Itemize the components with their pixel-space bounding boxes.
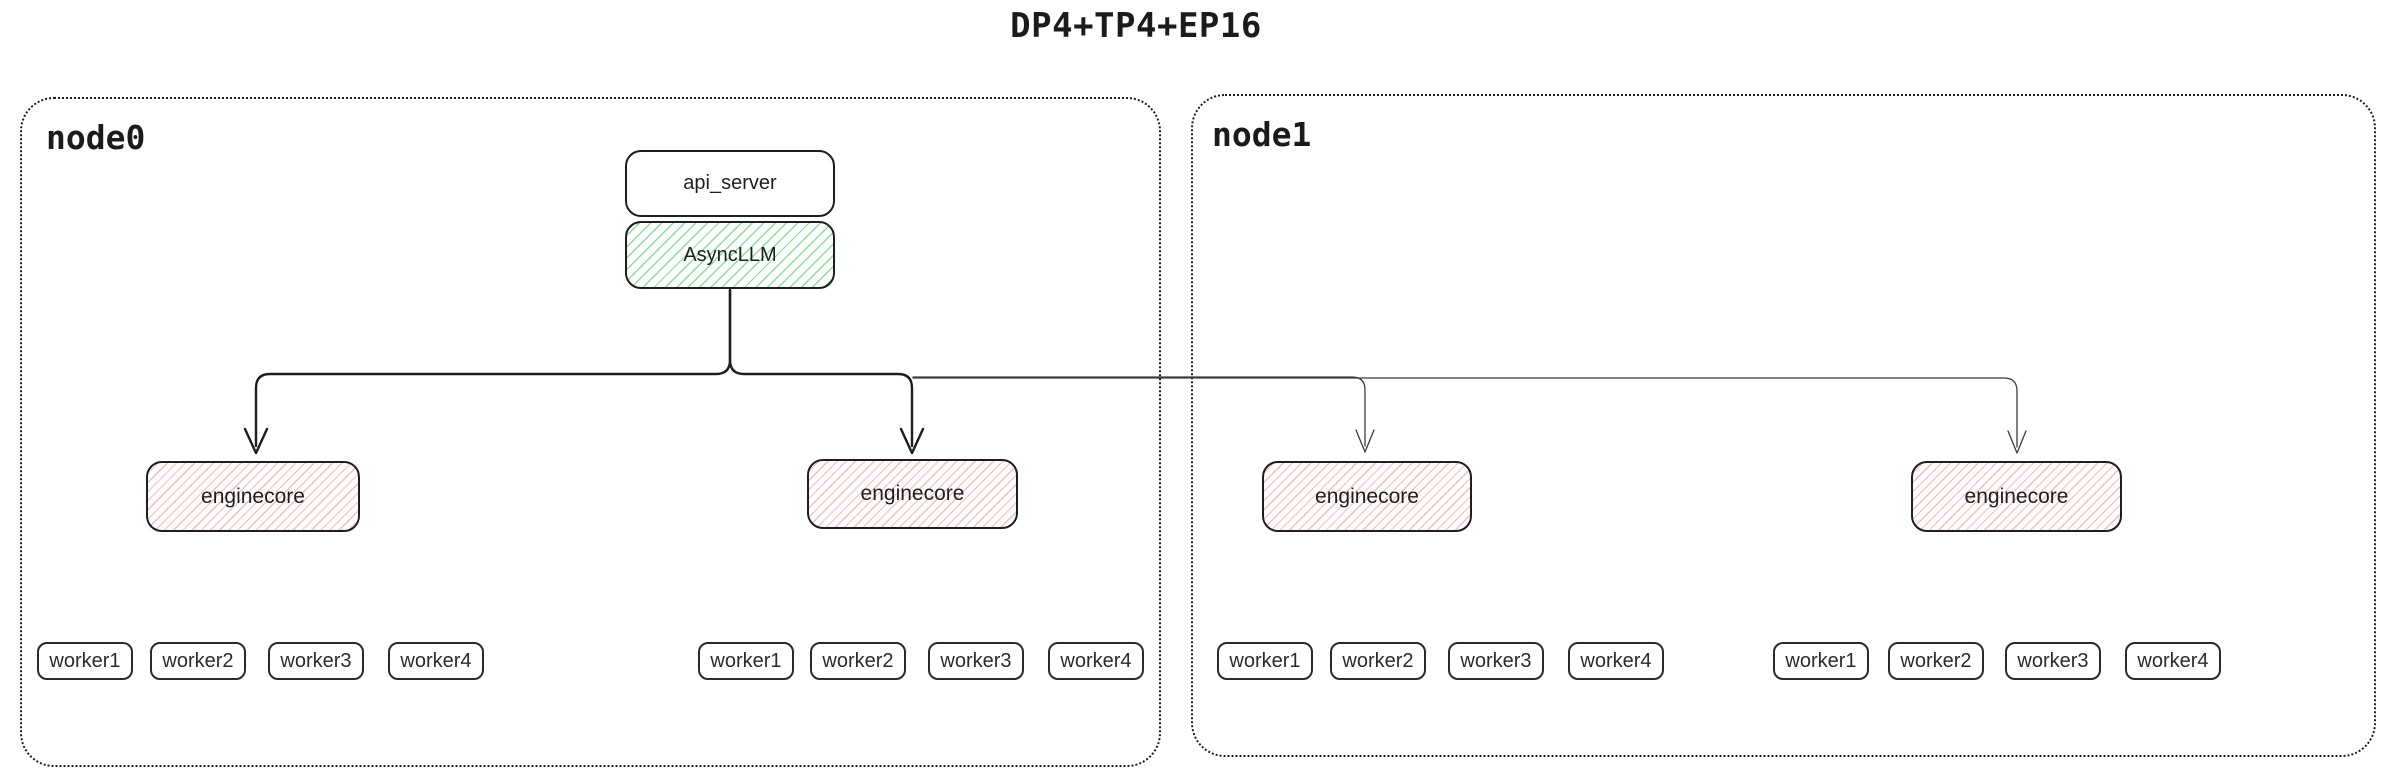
enginecore-label: enginecore	[860, 482, 965, 505]
worker-label: worker1	[710, 649, 782, 672]
worker-box: worker2	[810, 642, 906, 680]
worker-label: worker2	[1342, 649, 1414, 672]
worker-label: worker3	[940, 649, 1012, 672]
worker-box: worker1	[698, 642, 794, 680]
worker-label: worker2	[1900, 649, 1972, 672]
worker-label: worker3	[280, 649, 352, 672]
worker-box: worker4	[388, 642, 484, 680]
asyncllm-box: AsyncLLM	[625, 221, 835, 289]
worker-box: worker1	[1217, 642, 1313, 680]
node1-label: node1	[1212, 115, 1312, 154]
enginecore-box-1: enginecore	[146, 461, 360, 532]
worker-label: worker1	[49, 649, 121, 672]
worker-box: worker4	[2125, 642, 2221, 680]
worker-label: worker4	[1580, 649, 1652, 672]
worker-box: worker3	[1448, 642, 1544, 680]
asyncllm-label: AsyncLLM	[683, 243, 777, 266]
worker-box: worker2	[150, 642, 246, 680]
worker-label: worker4	[400, 649, 472, 672]
worker-label: worker3	[2017, 649, 2089, 672]
worker-box: worker3	[2005, 642, 2101, 680]
worker-label: worker1	[1229, 649, 1301, 672]
enginecore-box-3: enginecore	[1262, 461, 1472, 532]
enginecore-box-4: enginecore	[1911, 461, 2122, 532]
worker-label: worker1	[1785, 649, 1857, 672]
worker-box: worker4	[1048, 642, 1144, 680]
worker-label: worker4	[1060, 649, 1132, 672]
worker-label: worker3	[1460, 649, 1532, 672]
worker-box: worker2	[1888, 642, 1984, 680]
node0-label: node0	[46, 118, 146, 157]
worker-box: worker3	[928, 642, 1024, 680]
worker-label: worker4	[2137, 649, 2209, 672]
worker-box: worker3	[268, 642, 364, 680]
worker-box: worker1	[37, 642, 133, 680]
worker-label: worker2	[162, 649, 234, 672]
worker-box: worker1	[1773, 642, 1869, 680]
enginecore-label: enginecore	[201, 484, 305, 508]
worker-label: worker2	[822, 649, 894, 672]
enginecore-label: enginecore	[1964, 484, 2069, 508]
api-server-label: api_server	[683, 172, 777, 194]
api-server-box: api_server	[625, 150, 835, 217]
enginecore-box-2: enginecore	[807, 459, 1018, 529]
diagram-title: DP4+TP4+EP16	[1010, 6, 1262, 46]
enginecore-label: enginecore	[1315, 484, 1419, 508]
worker-box: worker2	[1330, 642, 1426, 680]
worker-box: worker4	[1568, 642, 1664, 680]
